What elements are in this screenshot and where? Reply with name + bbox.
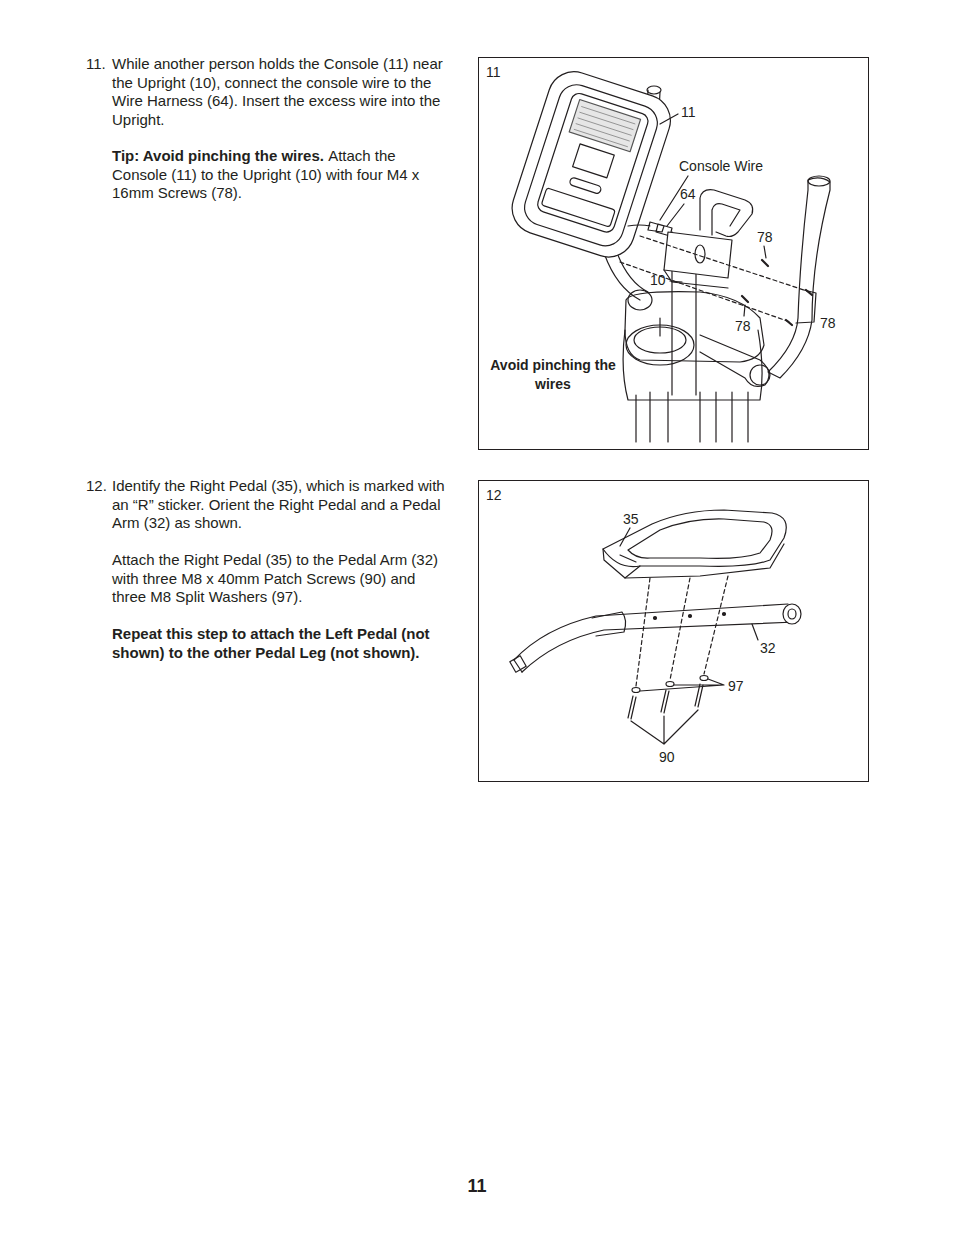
callout-number: 97 (728, 678, 744, 694)
step-number-block: 11. (86, 55, 112, 74)
leader-lines (620, 528, 758, 744)
instruction-tip-block: Tip: Avoid pinching the wires.Attach the… (112, 147, 452, 203)
instruction-text-block: Attach the Right Pedal (35) to the Pedal… (112, 551, 452, 607)
screws (742, 260, 812, 325)
callout-number-block: 78 (757, 228, 773, 247)
callout-number: 78 (757, 229, 773, 245)
step-number: 11. (86, 55, 106, 72)
callout-number-block: 64 (680, 185, 696, 204)
bolt-axes (636, 576, 728, 686)
instruction-note: Repeat this step to attach the Left Peda… (112, 625, 430, 661)
callout-number-block: 97 (728, 677, 744, 696)
instruction-text-block: Identify the Right Pedal (35), which is … (112, 477, 452, 533)
callout-number-block: 78 (735, 317, 751, 336)
console (505, 65, 677, 264)
callout-number: 78 (735, 318, 751, 334)
callout-number-block: 32 (760, 639, 776, 658)
callout-number-block: 90 (659, 748, 675, 767)
callout-number-block: 11 (681, 103, 696, 122)
callout-number: 78 (820, 315, 836, 331)
callout-number: 11 (681, 104, 696, 120)
page-number: 11 (467, 1176, 486, 1196)
warning-note-block: Avoid pinching the wires (487, 356, 619, 393)
screw-axes (620, 236, 810, 322)
callout-number-block: 35 (623, 510, 639, 529)
callout-number: 64 (680, 186, 696, 202)
instruction-tip: Tip: Avoid pinching the wires. (112, 147, 324, 164)
instruction-note-block: Repeat this step to attach the Left Peda… (112, 625, 452, 662)
callout-number-block: 10 (650, 271, 666, 290)
callout-number: 10 (650, 272, 666, 288)
page-number-block: 11 (437, 1177, 517, 1196)
leader-lines (660, 114, 816, 323)
callout-number: 32 (760, 640, 776, 656)
instruction-text-block: While another person holds the Console (… (112, 55, 452, 129)
upright-bracket (664, 232, 732, 288)
callout-number-block: 78 (820, 314, 836, 333)
figure-frame: 12 (478, 480, 869, 782)
callout-number: 90 (659, 749, 675, 765)
instruction-text: While another person holds the Console (… (112, 55, 443, 128)
step-number: 12. (86, 477, 107, 494)
figure-number: 12 (486, 487, 502, 503)
warning-note: Avoid pinching the wires (490, 357, 615, 392)
part-label: Console Wire (679, 158, 763, 174)
part-label-block: Console Wire (679, 157, 763, 176)
step-number-block: 12. (86, 477, 112, 496)
right-pedal (603, 510, 786, 578)
callout-number: 35 (623, 511, 639, 527)
pedal-arm (510, 604, 801, 672)
instruction-text: Attach the Right Pedal (35) to the Pedal… (112, 551, 438, 605)
figure-number: 11 (486, 64, 501, 80)
instruction-text: Identify the Right Pedal (35), which is … (112, 477, 445, 531)
